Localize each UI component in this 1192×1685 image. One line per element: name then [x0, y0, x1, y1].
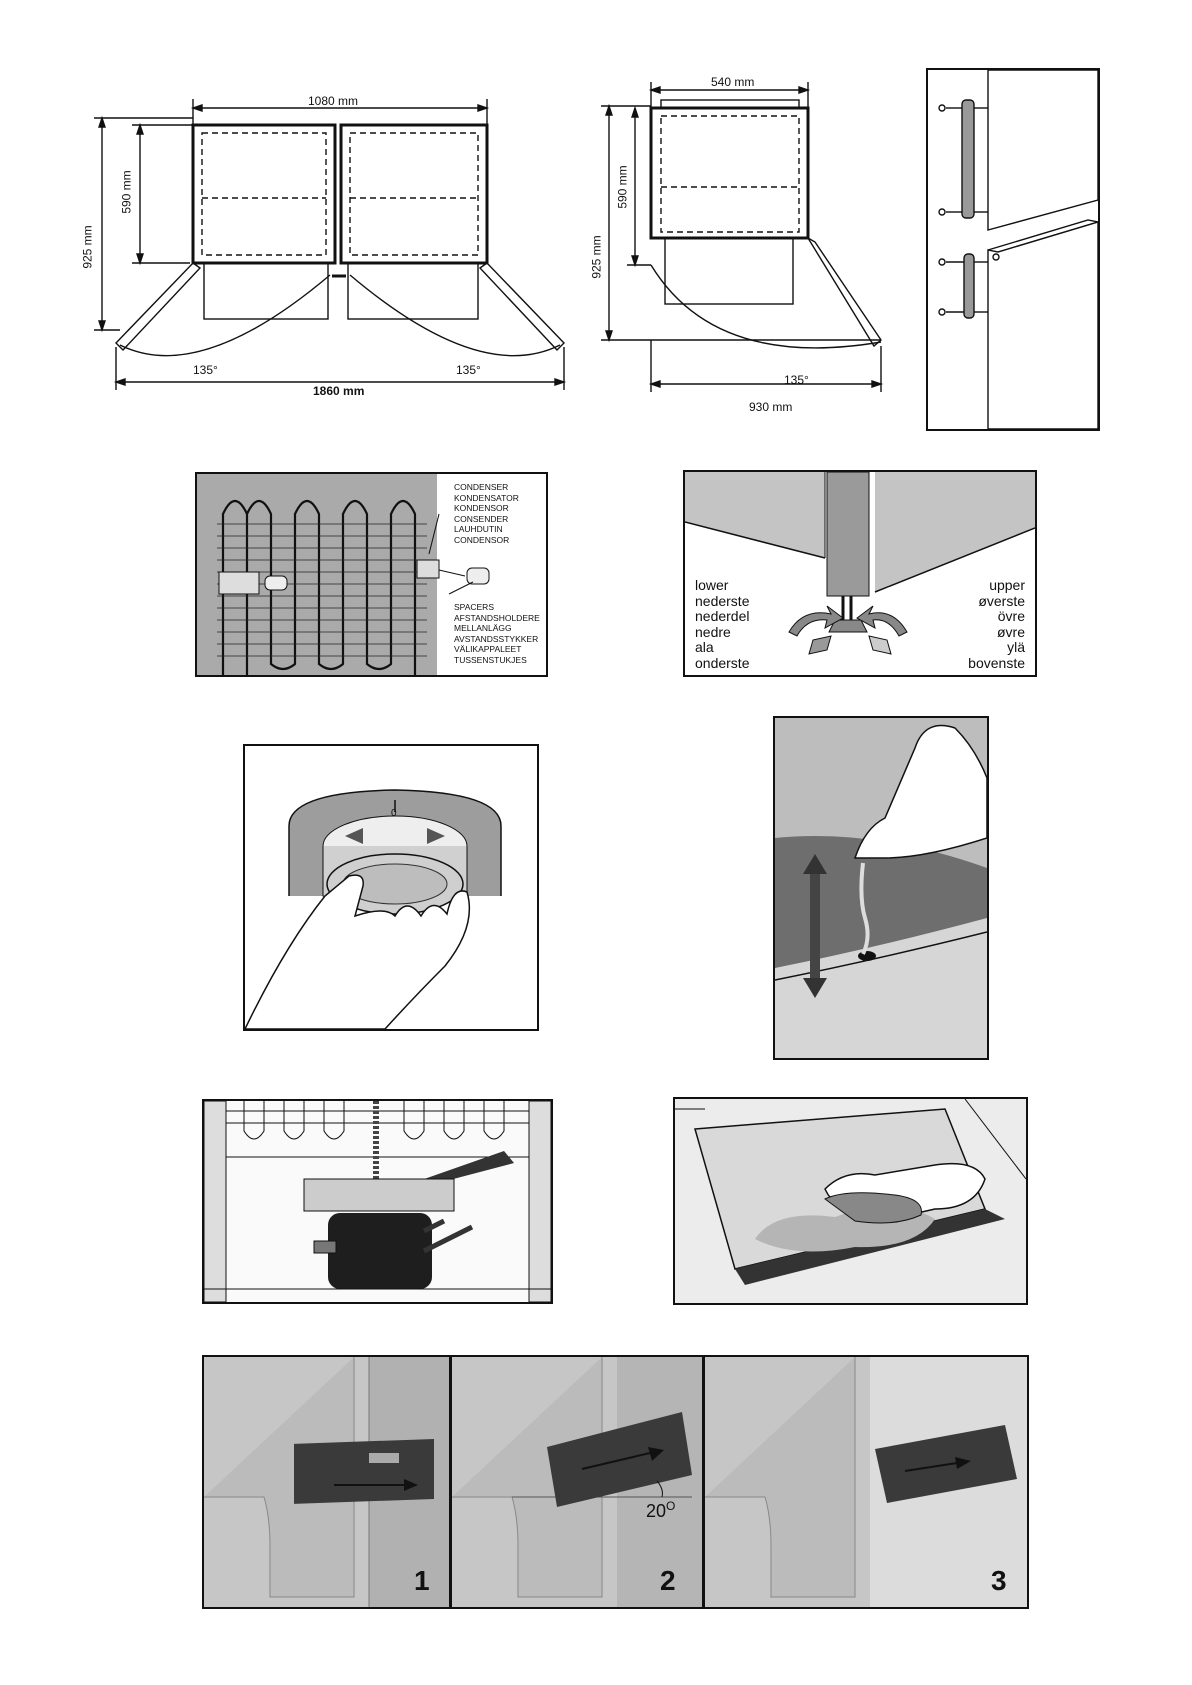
side-view-drawing	[601, 82, 884, 392]
spacer-label: TUSSENSTUKJES	[454, 654, 527, 665]
cleaning-figure	[673, 1097, 1028, 1305]
compressor-drawing	[204, 1101, 551, 1302]
condenser-label: KONDENSOR	[454, 503, 509, 513]
step-number: 2	[660, 1565, 676, 1596]
condenser-label: CONDENSER	[454, 482, 509, 492]
drawer-step-panel: 3	[705, 1357, 1027, 1607]
side-angle-label: 135°	[784, 373, 809, 387]
lower-label: nedre	[695, 623, 731, 640]
drawer-step-panel: 1	[204, 1357, 452, 1607]
top-view-dimensions-figure: 1080 mm 925 mm 590 mm 135° 135° 1860 mm	[80, 85, 570, 415]
tilt-angle-label: 20O	[646, 1499, 675, 1522]
upper-label: øverste	[978, 592, 1025, 609]
condenser-label: CONDENSOR	[454, 534, 510, 545]
tilt-angle-unit: O	[666, 1499, 676, 1513]
spacer-label: VÄLIKAPPALEET	[454, 644, 522, 654]
lower-label: ala	[695, 639, 714, 655]
lower-label: onderste	[695, 654, 750, 671]
side-view-dimensions-figure: 540 mm 925 mm 590 mm 135° 930 mm	[585, 70, 905, 430]
tilt-angle-value: 20	[646, 1501, 667, 1521]
upper-label: øvre	[997, 623, 1025, 640]
condenser-label: CONSENDER	[454, 513, 509, 524]
spacer-label-list: SPACERS AFSTANDSHOLDERE MELLANLÄGG AVSTA…	[454, 602, 540, 665]
upper-label: upper	[989, 577, 1025, 593]
door-angle-right-label: 135°	[456, 363, 481, 377]
condenser-label-list: CONDENSER KONDENSATOR KONDENSOR CONSENDE…	[454, 482, 519, 545]
upper-label-list: upper øverste övre øvre ylä bovenste	[968, 577, 1025, 671]
top-view-drawing	[94, 99, 567, 390]
door-handles-figure	[926, 68, 1100, 431]
drain-hole-drawing	[775, 718, 987, 1058]
lamp-cover-drawing	[245, 789, 502, 1029]
side-depth-label: 590 mm	[615, 165, 630, 209]
dial-mark-label: 0	[391, 808, 397, 819]
spacer-label: AVSTANDSSTYKKER	[454, 633, 539, 644]
drawer-step-drawing	[204, 1357, 449, 1607]
lower-label: nederste	[695, 592, 750, 609]
side-height-label: 925 mm	[589, 235, 604, 279]
side-span-label: 930 mm	[749, 400, 793, 414]
compressor-tray-figure	[202, 1099, 553, 1304]
lamp-cover-figure: 0	[243, 744, 539, 1031]
lower-label: nederdel	[695, 608, 750, 624]
side-width-label: 540 mm	[711, 75, 755, 89]
door-handles-drawing	[938, 70, 1098, 429]
condenser-label: KONDENSATOR	[454, 492, 519, 503]
spacer-label: MELLANLÄGG	[454, 623, 512, 633]
drawer-step-drawing	[452, 1357, 702, 1607]
drain-hole-figure	[773, 716, 989, 1060]
leveling-drawing	[685, 472, 1035, 655]
spacer-label: AFSTANDSHOLDERE	[454, 612, 540, 623]
step-number: 1	[414, 1565, 430, 1596]
condenser-spacers-figure: CONDENSER KONDENSATOR KONDENSOR CONSENDE…	[195, 472, 548, 677]
height-label: 925 mm	[80, 225, 95, 269]
lower-label: lower	[695, 577, 729, 593]
lower-label-list: lower nederste nederdel nedre ala onders…	[695, 577, 750, 671]
upper-label: ylä	[1007, 639, 1025, 655]
span-label: 1860 mm	[313, 384, 365, 398]
upper-label: bovenste	[968, 654, 1025, 671]
cleaning-drawing	[675, 1099, 1026, 1303]
condenser-drawing	[197, 474, 490, 675]
spacer-label: SPACERS	[454, 602, 494, 612]
door-angle-left-label: 135°	[193, 363, 218, 377]
drawer-step-drawing	[705, 1357, 1027, 1607]
width-total-label: 1080 mm	[308, 94, 359, 108]
leveling-feet-figure: lower nederste nederdel nedre ala onders…	[683, 470, 1037, 677]
condenser-label: LAUHDUTIN	[454, 524, 503, 534]
drawer-step-panel: 20O 2	[452, 1357, 705, 1607]
upper-label: övre	[997, 608, 1025, 624]
step-number: 3	[991, 1565, 1007, 1596]
drawer-removal-figure: 1 20O 2 3	[202, 1355, 1029, 1609]
depth-label: 590 mm	[119, 170, 134, 214]
